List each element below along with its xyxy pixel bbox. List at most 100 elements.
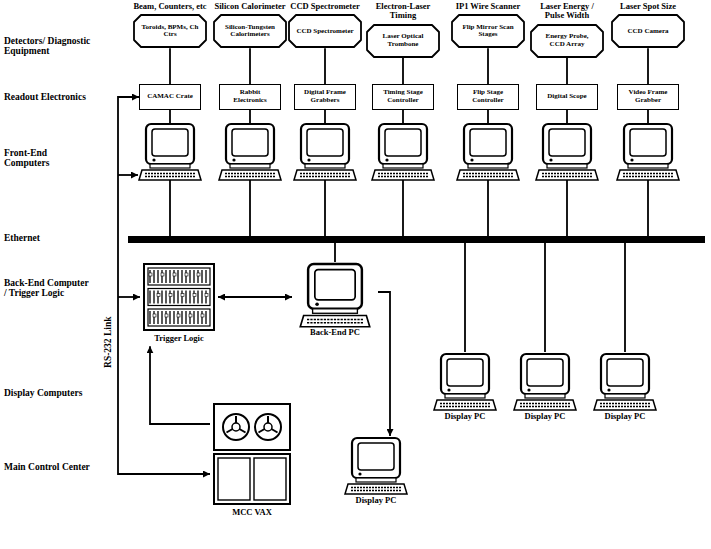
keyboard	[594, 400, 656, 410]
monitor-base	[525, 394, 565, 398]
equipment-label: Flip Mirror Scan Stages	[459, 24, 517, 39]
computer-icon	[345, 438, 407, 494]
keyboard	[294, 170, 356, 180]
link-label: RS-232 Link	[102, 316, 112, 367]
module	[193, 291, 194, 304]
keys	[225, 176, 275, 177]
column-heading: Electron-Laser Timing	[366, 2, 440, 21]
module	[185, 291, 186, 304]
detector-octagon	[531, 25, 603, 57]
crate	[148, 268, 210, 285]
reel-hub	[232, 423, 240, 431]
connector	[402, 58, 404, 84]
computer-icon	[294, 124, 356, 180]
keys	[623, 173, 673, 174]
keyboard	[514, 400, 576, 410]
detector-octagon	[134, 15, 206, 47]
column-heading: Beam, Counters, etc	[133, 2, 207, 11]
connector	[169, 48, 171, 84]
module	[149, 311, 150, 324]
readout-wire	[487, 110, 489, 124]
keys	[145, 176, 195, 177]
ethernet-drop	[566, 180, 568, 236]
icon	[512, 352, 578, 410]
detector-octagon	[367, 25, 439, 57]
row-label: Readout Electronics	[4, 92, 92, 102]
screen	[152, 129, 188, 156]
keyboard	[139, 170, 201, 180]
module	[161, 311, 162, 324]
column-heading: Laser Spot Size	[611, 2, 685, 11]
module	[157, 291, 158, 304]
icon	[292, 262, 378, 326]
module	[173, 311, 174, 324]
computer-icon	[139, 124, 201, 180]
detector-node: CCD SpectrometerCCD Spectrometer	[288, 2, 362, 48]
module	[205, 311, 206, 324]
keys	[307, 319, 363, 321]
reel-spoke	[271, 429, 277, 433]
readout-box: Flip Stage Controller	[457, 84, 519, 110]
vax-computer: MCC VAX	[210, 402, 294, 520]
readout-box: Rabbit Electronics	[219, 84, 281, 110]
keys	[351, 487, 401, 488]
connector	[218, 296, 292, 298]
screen	[385, 129, 421, 156]
detector-octagon	[214, 15, 286, 47]
reel-spoke	[226, 429, 232, 433]
screen	[315, 270, 355, 300]
power-button	[549, 158, 552, 161]
monitor	[543, 124, 591, 164]
module	[165, 270, 166, 283]
computer-label: Display PC	[432, 410, 498, 424]
monitor-base	[628, 164, 668, 168]
keys	[542, 176, 592, 177]
screen	[232, 129, 268, 156]
computer-icon	[372, 124, 434, 180]
monitor	[146, 124, 194, 164]
monitor-base	[468, 164, 508, 168]
keys	[623, 176, 673, 177]
module	[157, 311, 158, 324]
rs232-branch	[118, 296, 140, 298]
module	[181, 291, 182, 304]
rack-frame	[144, 264, 214, 330]
screen	[527, 359, 563, 386]
row-label: Front-End Computers	[4, 148, 92, 169]
equipment-label: CCD Camera	[619, 28, 677, 36]
screen	[358, 443, 394, 470]
readout-box: CAMAC Crate	[139, 84, 201, 110]
keys	[351, 490, 401, 491]
module	[153, 270, 154, 283]
screen	[630, 129, 666, 156]
keys	[440, 403, 490, 404]
module	[173, 291, 174, 304]
keyboard	[372, 170, 434, 180]
readout-wire	[249, 110, 251, 124]
monitor-base	[313, 309, 358, 313]
module-led	[173, 273, 176, 276]
monitor-base	[605, 394, 645, 398]
module	[201, 291, 202, 304]
screen	[549, 129, 585, 156]
ethernet-drop	[544, 243, 546, 352]
connector	[150, 346, 210, 424]
module	[189, 270, 190, 283]
equipment-label: Silicon-Tungsten Calorimeters	[221, 24, 279, 39]
monitor	[464, 124, 512, 164]
icon	[140, 262, 218, 332]
keys	[300, 173, 350, 174]
module	[153, 311, 154, 324]
computer-icon	[594, 354, 656, 410]
screen	[607, 359, 643, 386]
computer: Display PC	[345, 436, 407, 508]
monitor-base	[150, 164, 190, 168]
detector-node: Laser Spot SizeCCD Camera	[611, 2, 685, 48]
monitor	[521, 354, 569, 394]
ethernet-drop	[324, 180, 326, 236]
module-led	[153, 314, 156, 317]
monitor-base	[445, 394, 485, 398]
computer-label: Display PC	[512, 410, 578, 424]
readout-label: Flip Stage Controller	[461, 89, 515, 104]
computer: Display PC	[512, 352, 578, 424]
